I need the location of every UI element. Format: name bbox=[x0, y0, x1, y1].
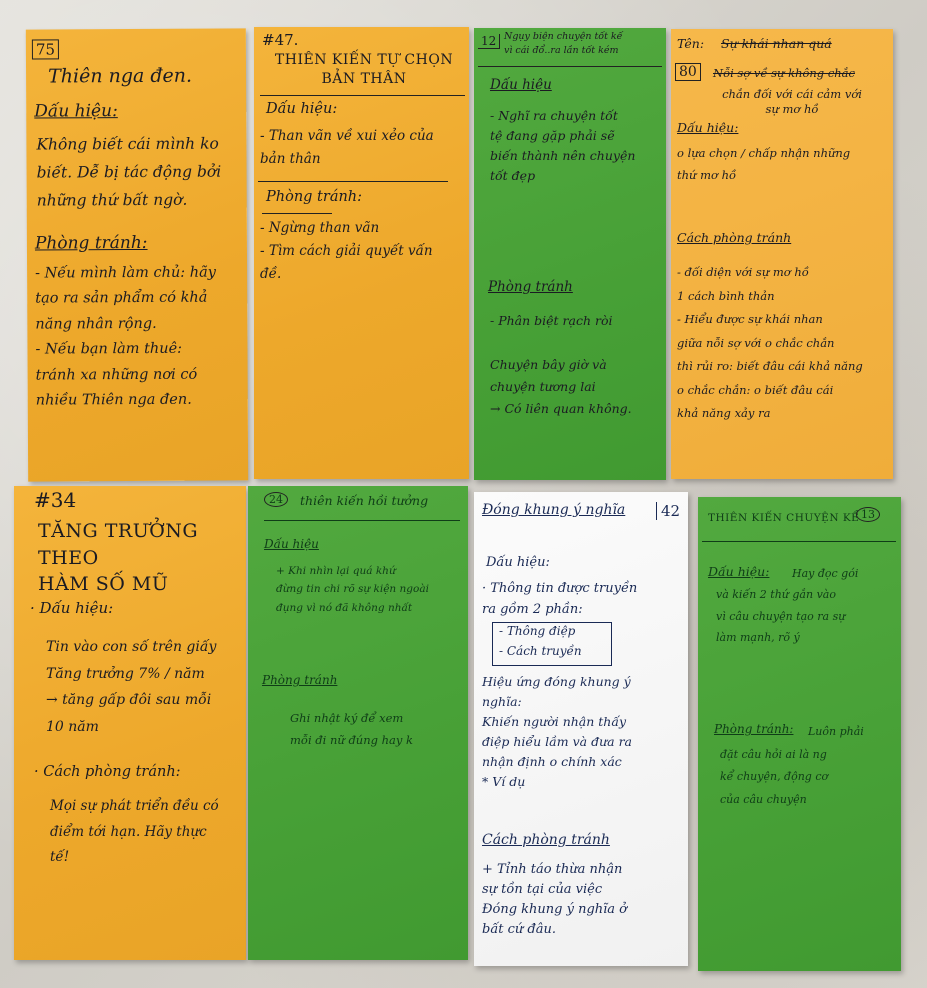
sign-heading: Dấu hiệu: bbox=[266, 101, 338, 117]
avoid-text: + Tỉnh táo thừa nhận sự tồn tại của việc… bbox=[482, 862, 628, 938]
sign-heading: Dấu hiệu: bbox=[677, 120, 739, 135]
avoid-heading: Cách phòng tránh bbox=[677, 230, 792, 245]
note-title: thiên kiến hồi tưởng bbox=[300, 493, 429, 508]
sign-text: · Thông tin được truyền ra gồm 2 phần: bbox=[482, 581, 638, 618]
note-title: Đóng khung ý nghĩa bbox=[482, 502, 626, 518]
note-number: 75 bbox=[31, 39, 60, 60]
sign-text: Không biết cái mình ko biết. Dễ bị tác đ… bbox=[36, 134, 222, 210]
avoid-text: - đối diện với sự mơ hồ 1 cách bình thản… bbox=[677, 265, 863, 421]
note-number: 42 bbox=[656, 502, 680, 520]
note-number: #34 bbox=[34, 488, 77, 512]
sign-text: o lựa chọn / chấp nhận những thứ mơ hồ bbox=[677, 146, 851, 182]
sticky-note-34: #34 TĂNG TRƯỞNG THEO HÀM SỐ MŨ · Dấu hiệ… bbox=[14, 486, 246, 960]
avoid-heading: · Cách phòng tránh: bbox=[34, 764, 181, 780]
avoid-heading: Phòng tránh: bbox=[266, 189, 363, 205]
box-line-2: - Cách truyền bbox=[499, 644, 582, 658]
avoid-text: Mọi sự phát triển đều có điểm tới hạn. H… bbox=[50, 798, 219, 866]
framing-box: - Thông điệp - Cách truyền bbox=[492, 622, 612, 666]
note-number: 12 bbox=[478, 34, 501, 49]
divider bbox=[478, 66, 662, 67]
note-title: Sự khái nhan quá bbox=[721, 36, 832, 51]
note-number: 80 bbox=[675, 63, 701, 81]
sign-heading: Dấu hiệu: bbox=[34, 101, 118, 122]
note-title: TĂNG TRƯỞNG THEO HÀM SỐ MŨ bbox=[38, 520, 199, 596]
avoid-heading: Phòng tránh bbox=[262, 673, 338, 687]
note-number: 24 bbox=[264, 492, 288, 507]
sticky-note-47: #47. THIÊN KIẾN TỰ CHỌN BẢN THÂN Dấu hiệ… bbox=[254, 27, 469, 479]
sticky-note-13: THIÊN KIẾN CHUYỆN KỂ 13 Dấu hiệu: Hay đọ… bbox=[698, 497, 901, 971]
sign-text: + Khi nhìn lại quá khứ đừng tin chi rõ s… bbox=[276, 565, 429, 614]
note-title: THIÊN KIẾN TỰ CHỌN BẢN THÂN bbox=[274, 52, 454, 87]
avoid-text: - Nếu mình làm chủ: hãy tạo ra sản phẩm … bbox=[35, 264, 216, 409]
avoid-text: - Phân biệt rạch ròi Chuyện bây giờ và c… bbox=[490, 313, 632, 416]
avoid-heading: Phòng tránh: bbox=[34, 232, 148, 254]
title-label: Tên: bbox=[677, 36, 705, 51]
sign-text: - Than vãn về xui xẻo của bản thân bbox=[260, 128, 434, 167]
sticky-note-75: 75 Thiên nga đen. Dấu hiệu: Không biết c… bbox=[25, 28, 249, 482]
sign-heading: Dấu hiệu bbox=[264, 537, 319, 551]
sticky-note-12: 12 Ngụy biện chuyện tốt kế vì cái đổ..ra… bbox=[474, 28, 666, 480]
sign-text: - Nghĩ ra chuyện tốt tệ đang gặp phải sẽ… bbox=[490, 108, 636, 183]
sign-heading: Dấu hiệu: bbox=[708, 564, 770, 579]
note-title: THIÊN KIẾN CHUYỆN KỂ bbox=[708, 512, 860, 524]
sticky-note-80: Tên: Sự khái nhan quá 80 Nỗi sợ về sự kh… bbox=[671, 29, 893, 479]
divider bbox=[262, 213, 332, 214]
avoid-text: - Ngừng than vãn - Tìm cách giải quyết v… bbox=[260, 220, 433, 282]
divider bbox=[258, 181, 448, 182]
divider bbox=[260, 95, 465, 96]
sign-text: Hay đọc gói và kiến 2 thứ gắn vào vì câu… bbox=[716, 567, 859, 645]
avoid-text: Luôn phải đặt câu hỏi ai là ng kể chuyện… bbox=[720, 725, 864, 806]
sign-heading: · Dấu hiệu: bbox=[30, 599, 114, 617]
divider bbox=[264, 520, 460, 521]
title-line-3: chắn đối với cái cảm với sự mơ hồ bbox=[722, 87, 862, 116]
avoid-text: Ghi nhật ký để xem mỗi đi nữ đúng hay k bbox=[290, 711, 414, 747]
sign-heading: Dấu hiệu bbox=[490, 77, 552, 93]
sign-text: Tin vào con số trên giấy Tăng trưởng 7% … bbox=[46, 639, 217, 735]
note-title: Ngụy biện chuyện tốt kế vì cái đổ..ra lầ… bbox=[504, 31, 623, 56]
note-number: #47. bbox=[262, 31, 299, 49]
avoid-heading: Cách phòng tránh bbox=[482, 832, 610, 848]
avoid-heading: Phòng tránh bbox=[488, 279, 573, 295]
sign-heading: Dấu hiệu: bbox=[486, 555, 550, 570]
sticky-note-42: Đóng khung ý nghĩa 42 Dấu hiệu: · Thông … bbox=[474, 492, 688, 966]
divider bbox=[702, 541, 896, 542]
avoid-heading: Phòng tránh: bbox=[714, 722, 794, 736]
sign-text-2: Hiệu ứng đóng khung ý nghĩa: Khiến người… bbox=[482, 674, 633, 789]
title-line-2: Nỗi sợ về sự không chắc bbox=[713, 66, 855, 80]
note-number: 13 bbox=[856, 507, 880, 522]
sticky-note-24: 24 thiên kiến hồi tưởng Dấu hiệu + Khi n… bbox=[248, 486, 468, 960]
box-line-1: - Thông điệp bbox=[499, 624, 576, 638]
note-title: Thiên nga đen. bbox=[48, 64, 193, 88]
